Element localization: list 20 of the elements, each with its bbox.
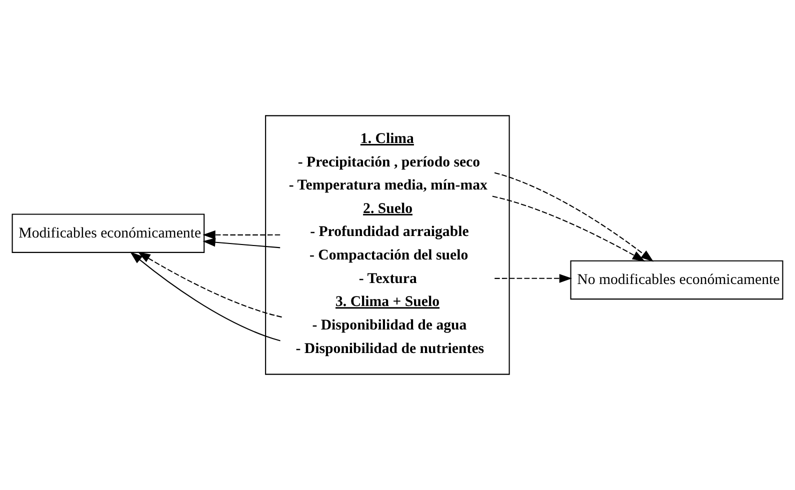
node-text: - Disponibilidad de nutrientes (296, 340, 484, 357)
node-text: - Textura (358, 270, 417, 287)
node-text: 3. Clima + Suelo (336, 294, 440, 310)
arrow (492, 196, 646, 262)
node-text: - Compactación del suelo (310, 248, 468, 264)
arrow (138, 252, 282, 318)
node-box: No modificables económicamente (570, 260, 784, 300)
arrow (494, 172, 654, 262)
node-text: 2. Suelo (363, 200, 412, 217)
node-text: - Precipitación , período seco (298, 154, 480, 170)
arrow (202, 238, 280, 248)
arrow (130, 252, 280, 342)
node-box: Modificables económicamente (12, 214, 205, 253)
node-text: 1. Clima (360, 130, 414, 147)
node-text: - Temperatura media, mín-max (288, 178, 488, 194)
cluster (265, 115, 510, 375)
arrow (494, 274, 572, 283)
node-text: - Disponibilidad de agua (312, 317, 467, 334)
node-text: - Profundidad arraigable (310, 224, 469, 240)
arrow (202, 230, 280, 240)
